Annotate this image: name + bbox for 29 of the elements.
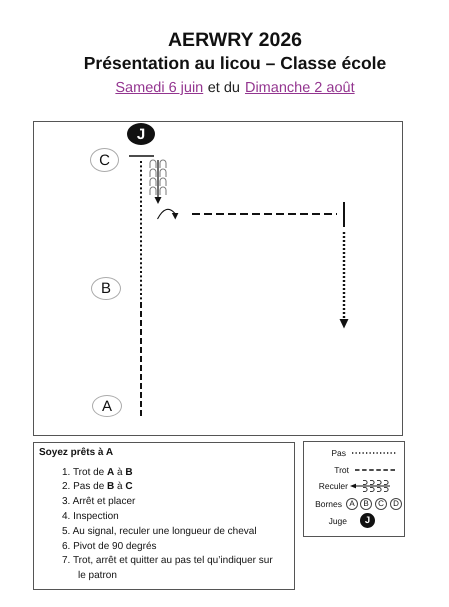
marker-sample: C bbox=[375, 498, 387, 510]
marker-sample: A bbox=[346, 498, 358, 510]
marker-sample: D bbox=[390, 498, 402, 510]
subtitle: Présentation au licou – Classe école bbox=[84, 55, 386, 72]
arena-marker: A bbox=[92, 395, 122, 417]
marker-sample: B bbox=[360, 498, 372, 510]
judge-marker: J bbox=[127, 123, 155, 145]
legend-label: Reculer bbox=[318, 481, 348, 491]
instruction-item: 1. Trot de A à B bbox=[62, 466, 134, 480]
instruction-item: 7. Trot, arrêt et quitter au pas tel qu’indiquer sur le patron bbox=[62, 554, 274, 584]
instruction-item: 6. Pivot de 90 degrés bbox=[62, 540, 158, 554]
arena-marker: C bbox=[90, 148, 119, 172]
legend-label: Bornes bbox=[315, 499, 342, 509]
instructions-panel bbox=[33, 442, 295, 590]
arena-frame bbox=[33, 121, 403, 436]
judge-sample: J bbox=[360, 513, 375, 528]
date-text: et du bbox=[208, 80, 240, 96]
date-link: Dimanche 2 août bbox=[245, 80, 355, 96]
instructions-heading: Soyez prêts à A bbox=[39, 446, 114, 460]
instruction-item: 5. Au signal, reculer une longueur de cheval bbox=[62, 524, 258, 539]
legend-label: Juge bbox=[328, 516, 347, 526]
instruction-item: 2. Pas de B à C bbox=[62, 480, 134, 494]
instruction-item: 3. Arrêt et placer bbox=[62, 495, 136, 510]
arena-marker: B bbox=[91, 277, 121, 300]
date-link: Samedi 6 juin bbox=[115, 80, 204, 96]
title: AERWRY 2026 bbox=[168, 30, 302, 50]
legend-label: Trot bbox=[334, 465, 349, 475]
instruction-item: 4. Inspection bbox=[62, 510, 120, 524]
legend-label: Pas bbox=[331, 448, 346, 458]
